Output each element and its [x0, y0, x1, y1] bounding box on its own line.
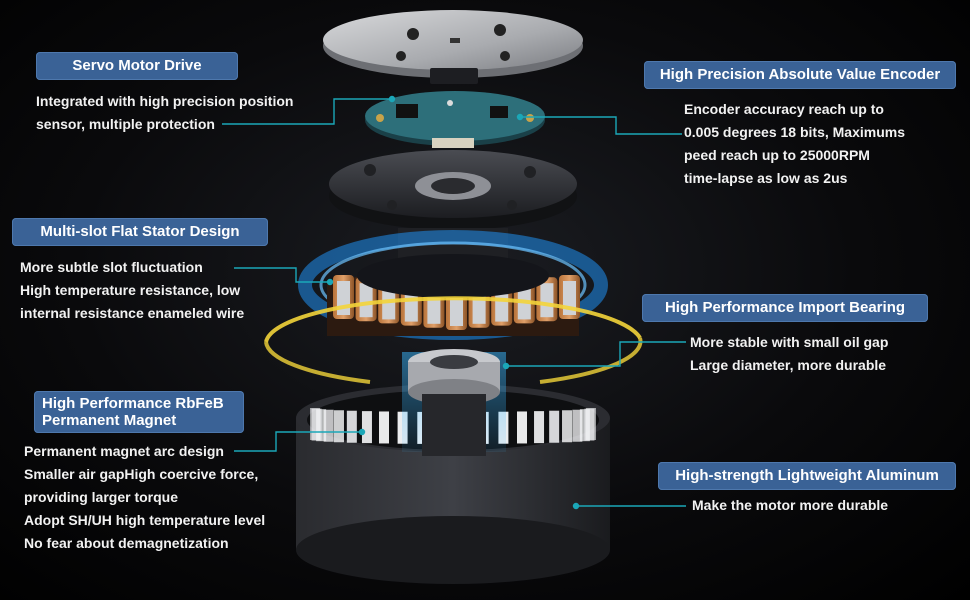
stator-tooth [359, 283, 373, 318]
permanent-magnet-segment [562, 410, 573, 443]
magnet-line-5: No fear about demagnetization [24, 535, 229, 551]
encoder-line-4: time-lapse as low as 2us [684, 170, 848, 186]
magnet-line-3: providing larger torque [24, 489, 179, 505]
stator-tooth [337, 281, 350, 315]
permanent-magnet-segment [316, 409, 327, 442]
aluminum-badge: High-strength Lightweight Aluminum [658, 462, 956, 490]
permanent-magnet-segment [333, 410, 344, 443]
stator-badge: Multi-slot Flat Stator Design [12, 218, 268, 246]
stator-tooth [495, 287, 509, 322]
permanent-magnet-segment [379, 411, 389, 444]
servo-drive-description: Integrated with high precision position … [36, 90, 293, 136]
stator-tooth [450, 292, 463, 326]
servo-drive-badge: Servo Motor Drive [36, 52, 238, 80]
servo-line-1: Integrated with high precision position [36, 93, 294, 109]
stator-tooth [540, 283, 554, 318]
leader-lines [222, 95, 686, 510]
encoder-pcb [365, 91, 545, 148]
housing-plate [329, 150, 577, 270]
stator-line-2: High temperature resistance, low [20, 282, 241, 298]
aluminum-description: Make the motor more durable [692, 494, 888, 517]
bearing-badge: High Performance Import Bearing [642, 294, 928, 322]
bearing-line-1: More stable with small oil gap [690, 334, 889, 350]
magnet-line-1: Permanent magnet arc design [24, 443, 224, 459]
aluminum-line-1: Make the motor more durable [692, 497, 889, 513]
bearing-description: More stable with small oil gap Large dia… [690, 331, 888, 377]
permanent-magnet-segment [346, 410, 357, 443]
magnet-line-4: Adopt SH/UH high temperature level [24, 512, 266, 528]
permanent-magnet-segment [549, 410, 560, 443]
permanent-magnet-segment [517, 411, 527, 444]
magnet-badge: High Performance RbFeB Permanent Magnet [34, 391, 244, 433]
permanent-magnet-segment [323, 409, 334, 442]
magnet-title-line-2: Permanent Magnet [42, 412, 177, 429]
top-cover [323, 10, 583, 84]
stator-line-1: More subtle slot fluctuation [20, 259, 203, 275]
magnet-title-line-1: High Performance RbFeB [42, 395, 224, 412]
encoder-line-1: Encoder accuracy reach up to [684, 101, 884, 117]
bearing-shaft [402, 349, 506, 456]
bearing-line-2: Large diameter, more durable [690, 357, 887, 373]
encoder-description: Encoder accuracy reach up to 0.005 degre… [684, 98, 905, 190]
yellow-glow-ring [264, 296, 643, 384]
servo-line-2: sensor, multiple protection [36, 116, 215, 132]
encoder-line-2: 0.005 degrees 18 bits, Maximums [684, 124, 905, 140]
magnet-description: Permanent magnet arc design Smaller air … [24, 440, 265, 555]
permanent-magnet-segment [361, 411, 372, 444]
magnet-line-2: Smaller air gapHigh coercive force, [24, 466, 259, 482]
encoder-badge: High Precision Absolute Value Encoder [644, 61, 956, 89]
encoder-line-3: peed reach up to 25000RPM [684, 147, 870, 163]
permanent-magnet-segment [586, 408, 596, 440]
stator-line-3: internal resistance enameled wire [20, 305, 245, 321]
stator-description: More subtle slot fluctuation High temper… [20, 256, 244, 325]
permanent-magnet-segment [572, 409, 583, 442]
permanent-magnet-segment [534, 411, 545, 444]
